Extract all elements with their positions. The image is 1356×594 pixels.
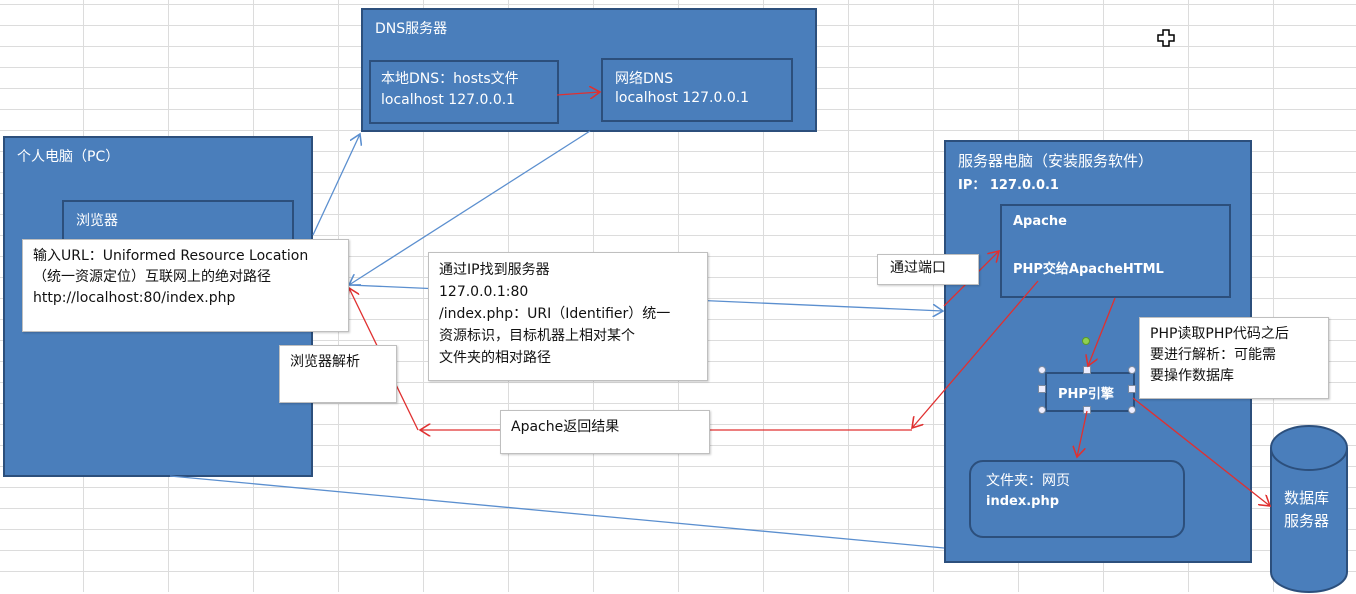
apache-title: Apache [1013,214,1067,229]
ip-callout-line5: 文件夹的相对路径 [439,350,551,366]
browser-parse-label: 浏览器解析 [290,354,360,370]
local-dns-box[interactable]: 本地DNS：hosts文件 localhost 127.0.0.1 [369,60,559,124]
move-cursor-icon [1157,29,1175,47]
network-dns-address: localhost 127.0.0.1 [615,90,750,106]
server-title: 服务器电脑（安装服务软件） [958,152,1154,170]
apache-return-label: Apache返回结果 [511,419,620,435]
url-callout-line1: 输入URL：Uniformed Resource Location [33,248,309,264]
pc-title: 个人电脑（PC） [17,149,120,165]
ip-callout[interactable]: 通过IP找到服务器 127.0.0.1:80 /index.php：URI（Id… [428,252,708,381]
php-callout-line1: PHP读取PHP代码之后 [1150,326,1289,342]
php-callout-line3: 要操作数据库 [1150,368,1234,384]
url-callout[interactable]: 输入URL：Uniformed Resource Location （统一资源定… [22,239,349,332]
url-callout-line2: （统一资源定位）互联网上的绝对路径 [33,269,271,285]
apache-return-callout[interactable]: Apache返回结果 [500,410,710,454]
port-callout[interactable]: 通过端口 [877,254,979,285]
php-callout-line2: 要进行解析：可能需 [1150,347,1276,363]
ip-callout-line1: 通过IP找到服务器 [439,262,550,278]
ip-callout-line4: 资源标识，目标机器上相对某个 [439,328,635,344]
database-cylinder[interactable] [1268,422,1356,594]
local-dns-label: 本地DNS：hosts文件 [381,71,519,87]
network-dns-box[interactable]: 网络DNS localhost 127.0.0.1 [601,58,793,122]
database-label-2: 服务器 [1284,512,1330,530]
apache-php-note: PHP交给ApacheHTML [1013,262,1164,277]
folder-box[interactable]: 文件夹：网页 index.php [969,460,1185,538]
local-dns-address: localhost 127.0.0.1 [381,92,516,108]
php-engine-label: PHP引擎 [1058,387,1114,402]
network-dns-label: 网络DNS [615,71,674,87]
dns-server-box[interactable]: DNS服务器 本地DNS：hosts文件 localhost 127.0.0.1… [361,8,817,132]
server-ip: IP： 127.0.0.1 [958,178,1059,193]
ip-callout-line2: 127.0.0.1:80 [439,284,529,300]
apache-box[interactable]: Apache PHP交给ApacheHTML [1000,204,1231,298]
rotate-handle[interactable] [1082,337,1090,345]
browser-label: 浏览器 [76,213,118,229]
url-callout-line3: http://localhost:80/index.php [33,290,236,306]
folder-label: 文件夹：网页 [986,473,1070,489]
php-parse-callout[interactable]: PHP读取PHP代码之后 要进行解析：可能需 要操作数据库 [1139,317,1329,399]
dns-title: DNS服务器 [375,21,448,37]
folder-file: index.php [986,494,1060,509]
browser-parse-callout[interactable]: 浏览器解析 [279,345,397,403]
port-label: 通过端口 [890,260,946,276]
ip-callout-line3: /index.php：URI（Identifier）统一 [439,306,671,322]
database-label-1: 数据库 [1284,489,1330,507]
